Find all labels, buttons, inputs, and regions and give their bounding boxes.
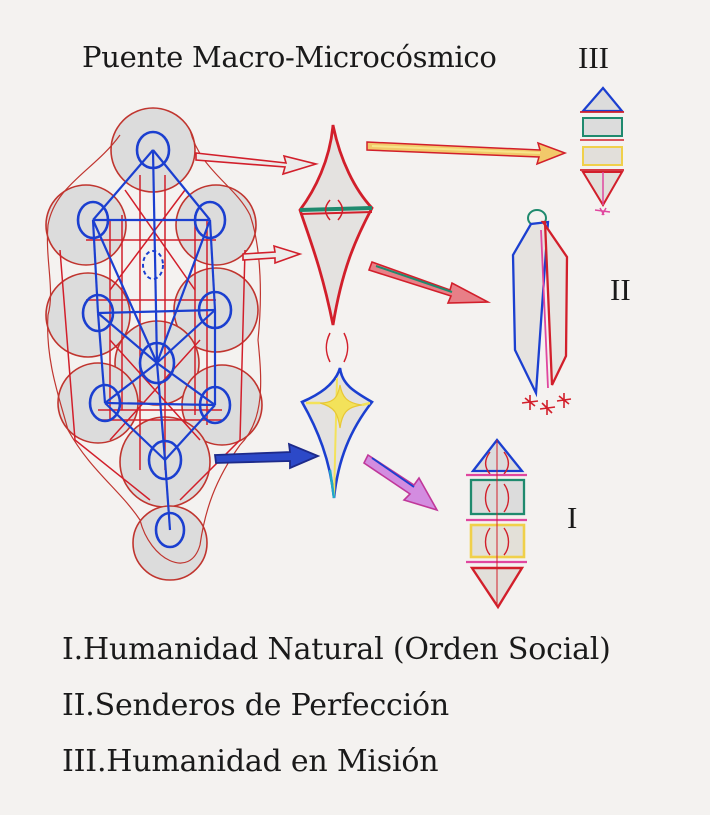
legend-item-1: I.Humanidad Natural (Orden Social) — [62, 632, 611, 667]
level-2-figure — [513, 210, 571, 415]
arrow-tree-to-lower — [215, 444, 318, 468]
level-3-label: III — [578, 40, 609, 76]
daat-dashed-circle — [143, 251, 163, 279]
upper-diamond — [300, 125, 372, 325]
arrow-upper-to-level-3 — [367, 142, 565, 164]
lower-diamond — [302, 368, 372, 498]
level-3-figure — [580, 88, 624, 215]
legend-item-2: II.Senderos de Perfección — [62, 688, 449, 723]
legend-item-3: III.Humanidad en Misión — [62, 744, 438, 779]
level-1-label: I — [567, 500, 577, 536]
arrow-lower-to-level-1 — [364, 455, 437, 510]
arrow-tree-to-upper — [243, 246, 300, 263]
tree-of-life — [46, 108, 262, 580]
diagram-title: Puente Macro-Microcósmico — [82, 40, 497, 74]
level-1-figure — [466, 440, 527, 607]
bridge-marks — [326, 333, 348, 362]
arrow-upper-to-level-2 — [369, 262, 488, 303]
level-2-label: II — [610, 272, 631, 308]
